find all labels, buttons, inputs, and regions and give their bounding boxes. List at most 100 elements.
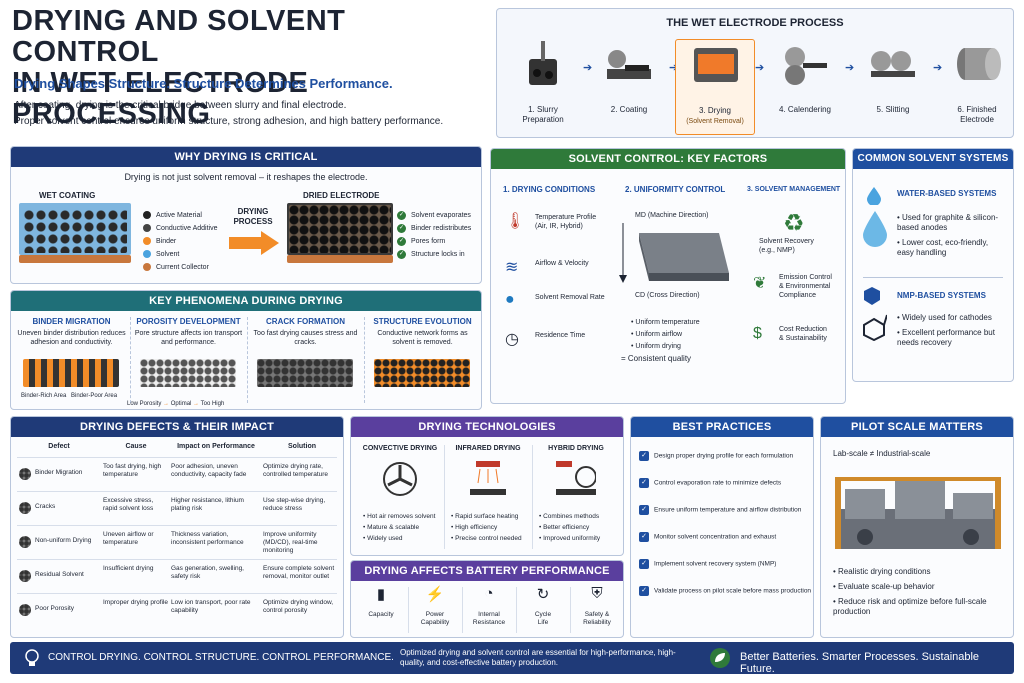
process-step-sublabel: (Solvent Removal) (686, 118, 744, 125)
table-row (17, 525, 337, 559)
table-cell: Poor adhesion, uneven conductivity, capa… (171, 463, 247, 478)
technology-list: Hot air removes solventMature & scalable… (363, 511, 435, 544)
title-line-2: IN WET ELECTRODE PROCESSING (12, 67, 309, 130)
solvent-systems-panel: COMMON SOLVENT SYSTEMS WATER-BASED SYSTE… (852, 148, 1014, 382)
check-icon: ✓ (639, 478, 649, 488)
arrow-icon: ➔ (755, 62, 765, 74)
leaf-badge-icon (710, 648, 730, 668)
arrow-icon: ➔ (933, 62, 943, 74)
phenomena-panel: KEY PHENOMENA DURING DRYING BINDER MIGRA… (10, 290, 482, 410)
process-step-label: 6. Finished Electrode (957, 105, 997, 124)
cycle-icon: ↻ (536, 586, 550, 603)
table-cell: Optimize drying rate, controlled tempera… (263, 463, 329, 478)
technology-point: Better efficiency (539, 522, 600, 533)
factors-header: SOLVENT CONTROL: KEY FACTORS (491, 149, 845, 169)
legend-item: Current Collector (143, 261, 243, 274)
phenomenon-heading: STRUCTURE EVOLUTION (373, 317, 472, 326)
intro-line-2: Proper solvent control ensures uniform s… (14, 116, 444, 127)
legend-item: Binder (143, 235, 243, 248)
best-practice-label: Design proper drying profile for each fo… (654, 452, 794, 460)
defects-header: DRYING DEFECTS & THEIR IMPACT (11, 417, 343, 437)
table-cell: Gas generation, swelling, safety risk (171, 565, 244, 580)
table-cell: Improper drying profile (103, 599, 169, 606)
table-cell: Too fast drying, high temperature (103, 463, 162, 478)
roll-icon (951, 41, 1003, 87)
process-step-label: 4. Calendering (778, 105, 832, 114)
wind-icon: ≋ (505, 259, 519, 276)
best-practice-item: ✓Monitor solvent concentration and exhau… (639, 532, 811, 542)
uniformity-result: = Consistent quality (621, 354, 692, 363)
defect-icon (19, 536, 31, 548)
best-practice-label: Ensure uniform temperature and airflow d… (654, 506, 802, 514)
solvents-header: COMMON SOLVENT SYSTEMS (853, 149, 1013, 169)
shield-icon: ⛨ (591, 585, 603, 602)
drop-icon: ● (505, 291, 515, 308)
process-step-label: 3. Drying (698, 106, 731, 115)
phenomenon-illustration (374, 359, 470, 387)
table-row (17, 491, 337, 525)
footer-slogan: CONTROL DRYING. CONTROL STRUCTURE. CONTR… (48, 652, 394, 663)
result-label: Pores form (411, 238, 446, 245)
intro-line-1: After coating, drying is the critical br… (14, 100, 347, 111)
table-row (17, 559, 337, 593)
footer-message: Optimized drying and solvent control are… (400, 648, 676, 667)
performance-label: Cycle Life (534, 611, 552, 626)
phenomenon-illustration (23, 359, 119, 387)
technology-list: Rapid surface heatingHigh efficiencyPrec… (451, 511, 522, 544)
process-step: 4. Calendering (765, 39, 845, 135)
pilot-list: Realistic drying conditionsEvaluate scal… (833, 567, 1009, 622)
table-cell: Residual Solvent (35, 571, 84, 578)
result-label: Structure locks in (411, 251, 465, 258)
best-practice-label: Control evaporation rate to minimize def… (654, 479, 782, 487)
process-step: 5. Slitting (853, 39, 933, 135)
porosity-scale: Low Porosity → Optimal → Too High (127, 401, 225, 407)
check-icon: ✓ (639, 559, 649, 569)
dried-electrode-label: DRIED ELECTRODE (303, 191, 380, 200)
technology-point: Rapid surface heating (451, 511, 522, 522)
lightbulb-icon (25, 649, 39, 666)
cd-arrow-icon (619, 223, 627, 283)
lab-vs-industrial: Lab-scale ≠ Industrial-scale (833, 449, 931, 458)
result-item: ✓Pores form (397, 235, 481, 248)
phenomena-header: KEY PHENOMENA DURING DRYING (11, 291, 481, 311)
best-practice-item: ✓Design proper drying profile for each f… (639, 451, 811, 461)
result-item: ✓Structure locks in (397, 248, 481, 261)
nmp-list: Widely used for cathodesExcellent perfor… (897, 313, 1007, 353)
check-icon: ✓ (397, 210, 406, 220)
legend-swatch (143, 211, 151, 220)
defect-icon (19, 604, 31, 616)
why-drying-header: WHY DRYING IS CRITICAL (11, 147, 481, 167)
result-item: ✓ Solvent evaporates (397, 209, 481, 222)
arrow-icon: ➔ (583, 62, 593, 74)
check-icon: ✓ (639, 532, 649, 542)
table-cell: Optimize drying window, control porosity (263, 599, 334, 614)
dollar-icon: $ (753, 325, 762, 342)
best-practice-item: ✓Validate process on pilot scale before … (639, 586, 811, 596)
table-cell: Uneven airflow or temperature (103, 531, 154, 546)
result-label: Solvent evaporates (411, 212, 471, 219)
phenomenon-heading: POROSITY DEVELOPMENT (136, 317, 241, 326)
uniformity-list: Uniform temperatureUniform airflowUnifor… (631, 317, 699, 353)
technology-point: Hot air removes solvent (363, 511, 435, 522)
mixer-icon (517, 41, 569, 87)
pilot-item: Reduce risk and optimize before full-sca… (833, 597, 1009, 617)
defect-icon (19, 502, 31, 514)
process-panel: THE WET ELECTRODE PROCESS 1. Slurry Prep… (496, 8, 1014, 138)
result-item: ✓Binder redistributes (397, 222, 481, 235)
performance-label: Capacity (368, 611, 394, 618)
gauge-icon: ◔ (484, 585, 494, 602)
condition-label: Residence Time (535, 332, 586, 339)
legend-label: Conductive Additive (156, 225, 218, 232)
legend-label: Solvent (156, 251, 180, 258)
nmp-heading: NMP-BASED SYSTEMS (897, 291, 986, 300)
fan-icon (380, 459, 420, 504)
thermometer-icon: 🌡 (505, 213, 526, 230)
hybrid-dryer-icon (556, 459, 597, 504)
binder-rich-label: Binder-Rich Area (21, 393, 67, 399)
arrow-icon: ➔ (845, 62, 855, 74)
performance-panel: DRYING AFFECTS BATTERY PERFORMANCE ▮Capa… (350, 560, 624, 638)
best-practice-item: ✓ Control evaporation rate to minimize de… (639, 478, 811, 488)
clock-icon: ◷ (505, 331, 519, 348)
technology-heading: INFRARED DRYING (455, 445, 521, 452)
